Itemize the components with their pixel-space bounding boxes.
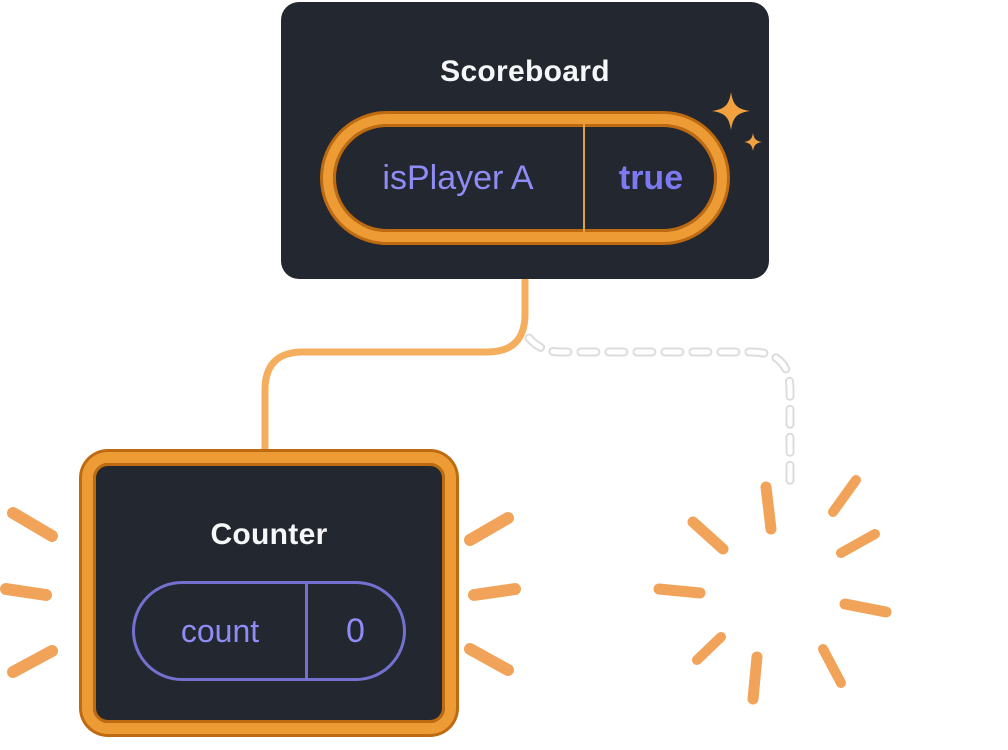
emphasis-rays-right: [464, 512, 521, 676]
connector-solid-line: [261, 268, 529, 466]
sparkle-icon: [712, 92, 762, 151]
state-value: 0: [346, 611, 365, 650]
connector-dashed-line: [524, 333, 795, 492]
counter-title: Counter: [210, 518, 328, 551]
state-key: count: [180, 612, 260, 649]
scoreboard-state-pill: isPlayer A true: [323, 114, 727, 242]
state-key: isPlayer A: [382, 158, 534, 197]
pill-divider: [583, 124, 585, 232]
emphasis-rays-left: [0, 507, 58, 678]
pill-divider: [305, 584, 308, 678]
scoreboard-title: Scoreboard: [440, 55, 610, 88]
scoreboard-card: Scoreboard isPlayer A true: [281, 2, 769, 279]
burst-icon: [653, 475, 892, 705]
counter-card: Counter count 0: [82, 452, 456, 734]
counter-state-pill: count 0: [132, 581, 406, 681]
state-value: true: [618, 158, 684, 197]
